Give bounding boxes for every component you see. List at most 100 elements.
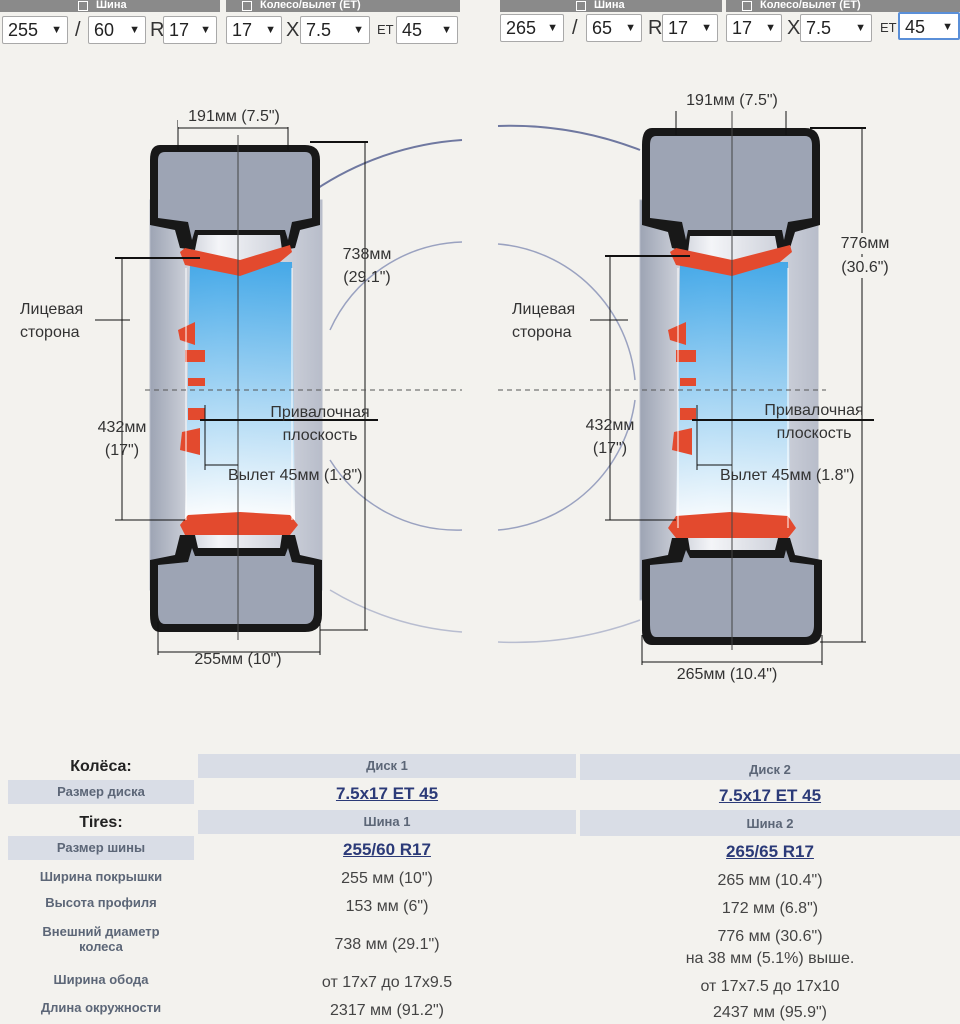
circumference-1: 2317 мм (91.2") — [330, 1002, 444, 1019]
outer-diameter-label: Внешний диаметр колеса — [42, 924, 160, 954]
tire-profile-select-left[interactable]: 60▼ — [88, 16, 146, 44]
hub-mount-right — [668, 322, 696, 455]
chevron-down-icon: ▼ — [129, 24, 140, 36]
diagram-svg — [95, 95, 874, 665]
tread-width-label: Ширина покрышки — [39, 869, 163, 884]
rim-diameter-inch-label-left: (17") — [104, 442, 140, 459]
tire-tab-left[interactable]: Шина — [0, 0, 220, 12]
disk-1-header: Диск 1 — [198, 754, 576, 778]
disk-2-header: Диск 2 — [580, 754, 960, 780]
x-label: X — [787, 17, 801, 39]
rim-circle-arc — [497, 399, 636, 531]
profile-height-2: 172 мм (6.8") — [721, 900, 819, 917]
chevron-down-icon: ▼ — [855, 22, 866, 34]
rim-circle-arc — [497, 243, 636, 381]
rim-diameter-select-left[interactable]: 17▼ — [226, 16, 282, 44]
checkbox-icon[interactable] — [742, 1, 752, 11]
tire-cross-section-left — [149, 135, 323, 640]
tread-width-2: 265 мм (10.4") — [717, 872, 823, 889]
offset-label-left: Вылет 45мм (1.8") — [228, 467, 363, 484]
tire-width-select-left[interactable]: 255▼ — [2, 16, 68, 44]
tire-tab-right[interactable]: Шина — [500, 0, 722, 12]
checkbox-icon[interactable] — [242, 1, 252, 11]
slash-separator: / — [572, 17, 578, 39]
outer-diameter-inch-label-left: (29.1") — [343, 269, 391, 286]
tire-profile-select-right[interactable]: 65▼ — [586, 14, 642, 42]
chevron-down-icon: ▼ — [547, 22, 558, 34]
checkbox-icon[interactable] — [78, 1, 88, 11]
dimension-lines-left — [95, 120, 462, 655]
mounting-plane-label-right-2: плоскость — [776, 425, 852, 442]
x-label: X — [286, 19, 300, 41]
offset-select-right[interactable]: 45▼ — [898, 12, 960, 40]
tire-width-select-right[interactable]: 265▼ — [500, 14, 564, 42]
size-selector-bar: Шина Колесо/вылет (ET) Шина Колесо/вылет… — [0, 0, 960, 50]
wheel-outline-arc — [329, 589, 463, 633]
dimension-lines-right — [498, 102, 874, 665]
mounting-plane-label-right: Привалочная — [764, 402, 864, 419]
rim-size-1-link[interactable]: 7.5x17 ET 45 — [335, 784, 439, 803]
tire-size-2-link[interactable]: 265/65 R17 — [726, 842, 814, 861]
rim-width-label-right: 191мм (7.5") — [674, 90, 790, 111]
outer-diameter-1: 738 мм (29.1") — [334, 936, 440, 953]
specs-table: Колёса: Диск 1 Диск 2 Размер диска 7.5x1… — [0, 748, 960, 1021]
wheel-outline-arc — [497, 619, 641, 644]
face-side-label-left: Лицевая — [20, 301, 84, 318]
tires-section-title: Tires: — [79, 814, 123, 831]
et-label: ET — [880, 20, 897, 35]
wheel-tab-left[interactable]: Колесо/вылет (ET) — [226, 0, 460, 12]
slash-separator: / — [75, 19, 81, 41]
r-label: R — [150, 19, 165, 41]
rim-diameter-inch-label-right: (17") — [592, 440, 628, 457]
outer-diameter-diff-note: на 38 мм (5.1%) выше. — [685, 950, 855, 967]
rim-width-label-left: 191мм (7.5") — [178, 106, 290, 127]
tire-diameter-select-left[interactable]: 17▼ — [163, 16, 217, 44]
tire-size-label: Размер шины — [8, 836, 194, 860]
rim-diameter-select-right[interactable]: 17▼ — [726, 14, 782, 42]
rim-circle-arc — [329, 241, 463, 331]
tire-1-header: Шина 1 — [198, 810, 576, 834]
rim-width-range-2: от 17x7.5 до 17x10 — [700, 978, 840, 995]
offset-select-left[interactable]: 45▼ — [396, 16, 458, 44]
chevron-down-icon: ▼ — [625, 22, 636, 34]
rim-diameter-label-left: 432мм — [97, 419, 147, 436]
wheel-outline-arc — [497, 124, 641, 151]
circumference-2: 2437 мм (95.9") — [713, 1004, 827, 1021]
rim-size-label: Размер диска — [8, 780, 194, 804]
rim-width-select-right[interactable]: 7.5▼ — [800, 14, 872, 42]
tire-width-label-right: 265мм (10.4") — [676, 666, 778, 683]
et-label: ET — [377, 22, 394, 37]
rim-width-range-1: от 17x7 до 17x9.5 — [321, 974, 453, 991]
rim-width-range-label: Ширина обода — [53, 972, 149, 987]
tire-diameter-select-right[interactable]: 17▼ — [662, 14, 718, 42]
face-side-label-left-2: сторона — [20, 324, 80, 341]
r-label: R — [648, 17, 663, 39]
chevron-down-icon: ▼ — [265, 24, 276, 36]
profile-height-1: 153 мм (6") — [345, 898, 429, 915]
rim-circle-arc — [329, 459, 463, 531]
rim-width-select-left[interactable]: 7.5▼ — [300, 16, 370, 44]
wheels-section-title: Колёса: — [70, 758, 132, 775]
chevron-down-icon: ▼ — [701, 22, 712, 34]
circumference-label: Длина окружности — [40, 1000, 162, 1015]
chevron-down-icon: ▼ — [441, 24, 452, 36]
chevron-down-icon: ▼ — [942, 21, 953, 33]
chevron-down-icon: ▼ — [200, 24, 211, 36]
tread-width-1: 255 мм (10") — [341, 870, 433, 887]
face-side-label-right: Лицевая — [512, 301, 576, 318]
mounting-plane-label-left: Привалочная — [270, 404, 370, 421]
outer-diameter-label-left: 738мм — [342, 246, 392, 263]
tire-2-header: Шина 2 — [580, 810, 960, 836]
checkbox-icon[interactable] — [576, 1, 586, 11]
outer-diameter-label-right: 776мм — [830, 233, 900, 254]
wheel-tab-right[interactable]: Колесо/вылет (ET) — [726, 0, 960, 12]
outer-diameter-inch-label-right: (30.6") — [830, 257, 900, 278]
face-side-label-right-2: сторона — [512, 324, 572, 341]
outer-diameter-2: 776 мм (30.6") — [717, 928, 823, 945]
rim-diameter-label-right: 432мм — [585, 417, 635, 434]
chevron-down-icon: ▼ — [353, 24, 364, 36]
rim-size-2-link[interactable]: 7.5x17 ET 45 — [718, 786, 822, 805]
tire-comparison-diagram: 191мм (7.5") 738мм (29.1") Лицевая сторо… — [0, 50, 960, 740]
tire-size-1-link[interactable]: 255/60 R17 — [343, 840, 431, 859]
mounting-plane-label-left-2: плоскость — [282, 427, 358, 444]
